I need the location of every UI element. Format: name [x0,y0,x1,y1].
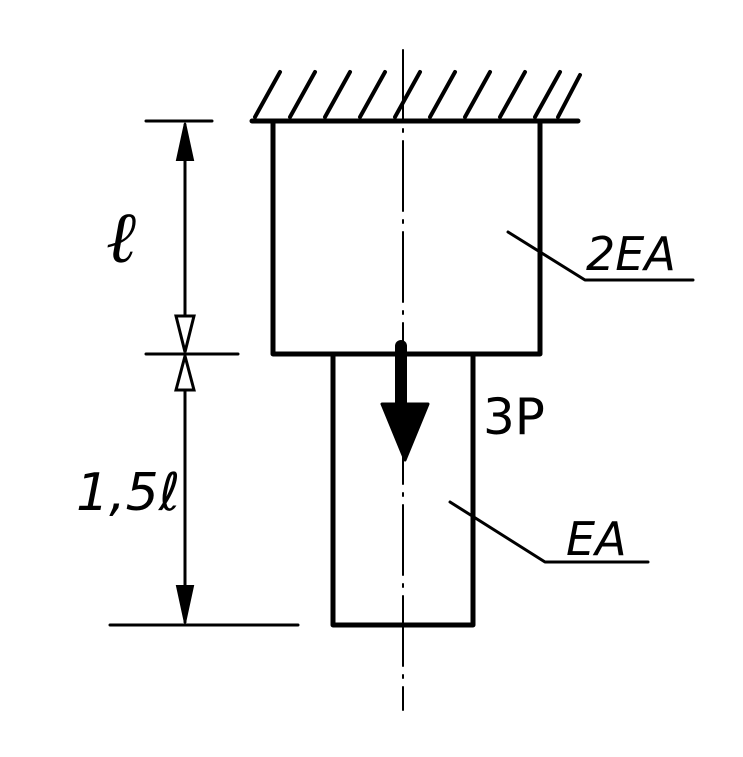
load-label: 3P [483,388,545,446]
load-arrow [380,340,430,462]
dimension-lower-length [174,350,196,624]
upper-segment [270,118,543,357]
wall-hatching [253,70,582,119]
lower-stiffness-label: EA [566,512,627,566]
leader-lines [448,230,695,564]
lower-length-label: 1,5ℓ [76,463,180,523]
dimension-upper-length [174,122,196,353]
extension-lines [108,119,300,627]
fixed-support [249,70,582,124]
upper-stiffness-label: 2EA [586,227,676,281]
upper-length-label: ℓ [106,195,136,279]
